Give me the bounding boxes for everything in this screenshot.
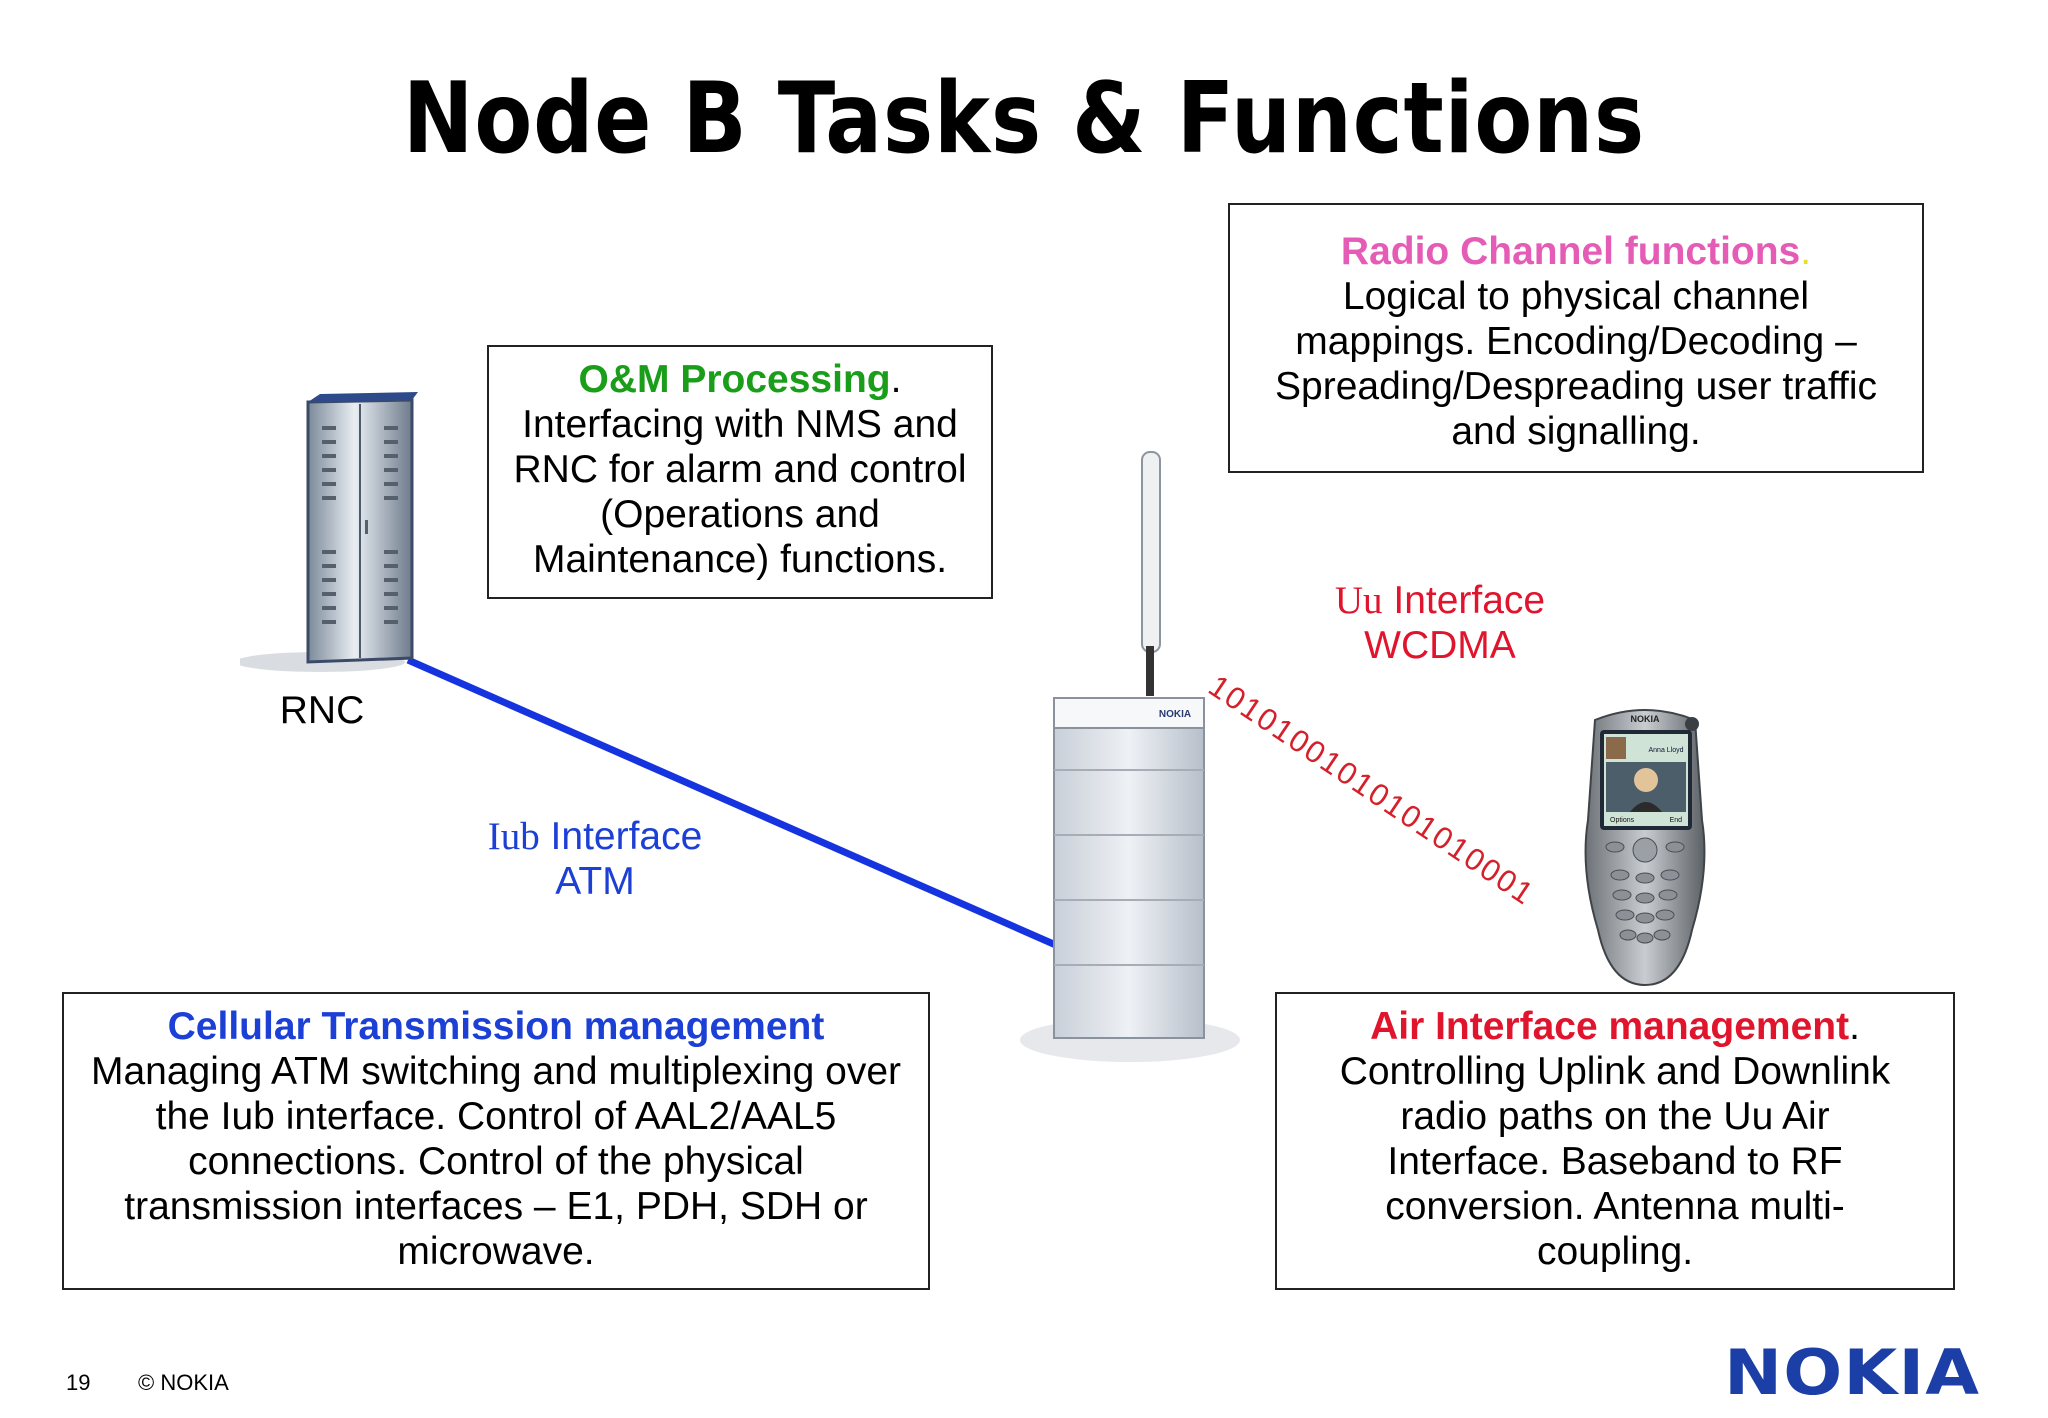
phone-softkey-right: End: [1670, 817, 1683, 824]
om-processing-box: O&M Processing. Interfacing with NMS and…: [487, 345, 993, 599]
cellular-transmission-box: Cellular Transmission management Managin…: [62, 992, 930, 1290]
mobile-phone-icon: NOKIA Anna Lloyd Options End: [1584, 709, 1706, 987]
air-heading-punct: .: [1849, 1005, 1860, 1048]
iub-label: Iub Interface ATM: [470, 814, 720, 904]
air-heading: Air Interface management: [1370, 1005, 1850, 1048]
rnc-label: RNC: [279, 689, 365, 732]
rnc-cabinet-icon: [240, 392, 418, 672]
cellular-heading: Cellular Transmission management: [167, 1005, 825, 1048]
page-title: Node B Tasks & Functions: [402, 62, 1646, 176]
node-b-station-icon: NOKIA: [1020, 451, 1240, 1062]
phone-softkey-left: Options: [1610, 817, 1635, 824]
om-body: Interfacing with NMS and RNC for alarm a…: [513, 403, 967, 581]
uu-suffix: Interface: [1382, 579, 1546, 622]
air-interface-box: Air Interface management. Controlling Up…: [1275, 992, 1955, 1290]
iub-protocol: ATM: [555, 860, 635, 903]
radio-heading: Radio Channel functions: [1340, 230, 1801, 273]
iub-suffix: Interface: [539, 815, 703, 858]
copyright: © NOKIA: [138, 1370, 229, 1395]
radio-channel-box: Radio Channel functions. Logical to phys…: [1228, 203, 1924, 473]
iub-prefix: Iub: [487, 815, 540, 858]
uu-label: Uu Interface WCDMA: [1310, 578, 1570, 668]
radio-heading-punct: .: [1800, 230, 1812, 273]
uu-prefix: Uu: [1334, 579, 1383, 622]
radio-body: Logical to physical channel mappings. En…: [1275, 275, 1877, 453]
cellular-body: Managing ATM switching and multiplexing …: [90, 1050, 901, 1273]
phone-brand: NOKIA: [1631, 714, 1661, 724]
om-heading: O&M Processing: [578, 358, 891, 401]
uu-protocol: WCDMA: [1364, 624, 1516, 667]
air-body: Controlling Uplink and Downlink radio pa…: [1339, 1050, 1891, 1273]
page-number: 19: [66, 1370, 91, 1395]
phone-caller: Anna Lloyd: [1648, 747, 1683, 754]
nokia-logo: NOKIA: [1724, 1336, 1981, 1409]
node-b-brand: NOKIA: [1159, 709, 1191, 720]
om-heading-punct: .: [890, 358, 902, 401]
